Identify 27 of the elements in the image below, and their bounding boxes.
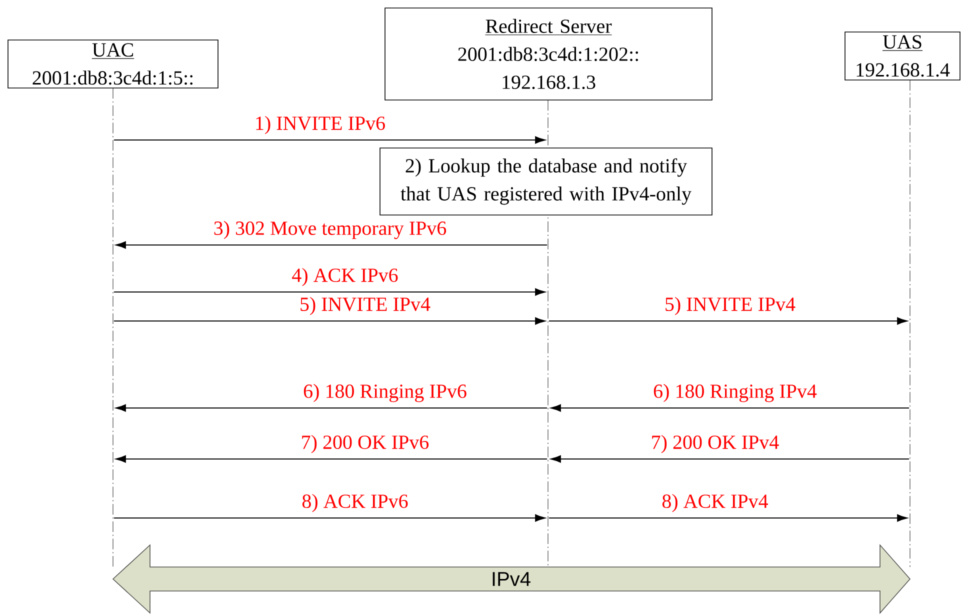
edge-label: 6) 180 Ringing IPv4	[652, 382, 818, 404]
participant-box: Redirect Server 2001:db8:3c4d:1:202:: 192.168.1.3	[384, 8, 712, 100]
edge-label: 8) ACK IPv4	[660, 492, 770, 514]
participant-box: UAC 2001:db8:3c4d:1:5::	[8, 40, 218, 88]
arrow	[550, 404, 910, 412]
arrow	[113, 514, 546, 522]
arrow	[113, 317, 546, 325]
lifeline	[112, 88, 114, 568]
edge-label: 1) INVITE IPv6	[253, 114, 387, 136]
edge-label: 3) 302 Move temporary IPv6	[212, 220, 448, 240]
participant-box: UAS 192.168.1.4	[844, 32, 960, 80]
edge-label: 7) 200 OK IPv6	[300, 434, 430, 454]
edge-label: 8) ACK IPv6	[300, 492, 410, 514]
edge-label: 4) ACK IPv6	[290, 266, 400, 288]
arrow	[116, 404, 548, 412]
edge-label: 6) 180 Ringing IPv6	[302, 382, 468, 404]
arrow	[116, 241, 548, 249]
arrow	[113, 288, 546, 296]
arrow	[116, 455, 548, 463]
note-box: 2) Lookup the database and notify that UAS registered with IPv4-only	[380, 148, 712, 216]
arrow	[550, 455, 910, 463]
edge-label: 5) INVITE IPv4	[663, 296, 797, 316]
arrow	[548, 514, 908, 522]
arrow	[548, 317, 908, 325]
arrow	[113, 136, 546, 144]
edge-label: 5) INVITE IPv4	[298, 296, 432, 316]
edge-label: 7) 200 OK IPv4	[650, 434, 780, 454]
